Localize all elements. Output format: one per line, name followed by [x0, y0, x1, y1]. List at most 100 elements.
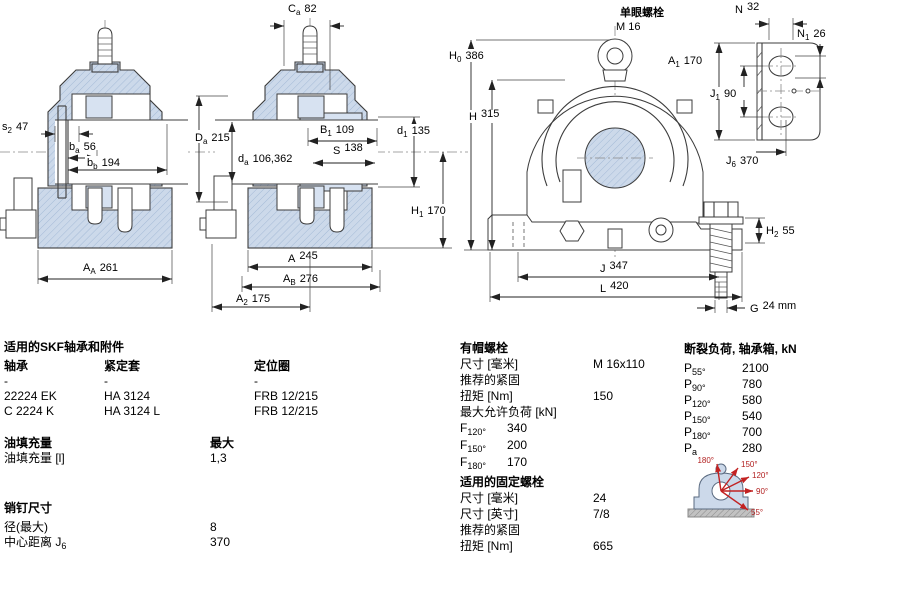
table-cell: 22224 EK	[4, 389, 57, 403]
bearings-section: 适用的SKF轴承和附件 轴承 紧定套 定位圈 - - - 22224 EK HA…	[4, 340, 318, 419]
breaking-loads-title: 断裂负荷, 轴承箱, kN	[684, 342, 797, 356]
load-value: 580	[742, 393, 763, 407]
row-label: 尺寸 [毫米]	[460, 357, 519, 371]
eye-bolt	[597, 38, 633, 82]
load-label: Pa	[684, 441, 698, 457]
load-arrows	[715, 463, 753, 511]
col-locating-ring: 定位圈	[254, 359, 291, 373]
row-label: 推荐的紧固	[460, 523, 521, 537]
fixing-bolts-section: 适用的固定螺栓 尺寸 [毫米] 24 尺寸 [英寸] 7/8 推荐的紧固 扭矩 …	[460, 474, 613, 554]
load-label: F150°	[460, 438, 486, 454]
load-label: P90°	[684, 377, 706, 393]
oil-row-value: 1,3	[210, 451, 227, 465]
oil-plug-hex	[559, 220, 585, 242]
rib-arc-outer	[541, 85, 689, 187]
table-cell: FRB 12/215	[254, 389, 319, 403]
load-value: 2100	[742, 361, 769, 375]
base-plate	[756, 42, 821, 141]
row-value: 7/8	[593, 507, 610, 521]
cap-bolt-left	[537, 99, 554, 114]
load-value: 340	[507, 421, 528, 435]
row-value: 24	[593, 491, 607, 505]
table-cell: FRB 12/215	[254, 404, 319, 418]
load-value: 280	[742, 441, 763, 455]
load-label: F180°	[460, 455, 486, 471]
load-label: P55°	[684, 361, 706, 377]
table-cell: HA 3124	[104, 389, 151, 403]
bearings-table: 轴承 紧定套 定位圈 - - - 22224 EK HA 3124 FRB 12…	[4, 359, 318, 419]
pin-diameter-value: 8	[210, 520, 217, 534]
table-cell: HA 3124 L	[104, 404, 161, 418]
cap-bolts-section: 有帽螺栓 尺寸 [毫米] M 16x110 推荐的紧固 扭矩 [Nm] 150 …	[460, 340, 645, 471]
angle-label-55: 55°	[751, 508, 763, 517]
load-value: 170	[507, 455, 528, 469]
table-cell: -	[104, 374, 108, 388]
table-cell: -	[4, 374, 8, 388]
rib-arc-inner	[555, 101, 675, 183]
row-value	[593, 404, 645, 420]
roller-top	[297, 95, 325, 119]
cap-bolt-right	[676, 99, 693, 114]
row-label: 尺寸 [英寸]	[460, 507, 519, 521]
top-stud	[97, 27, 113, 65]
ground	[687, 508, 755, 518]
roller-top	[85, 95, 113, 119]
row-label: 尺寸 [毫米]	[460, 491, 519, 505]
load-direction-diagram: 180° 150° 120° 90° 55°	[687, 456, 769, 518]
load-value: 700	[742, 425, 763, 439]
row-value	[593, 522, 613, 538]
col-bearing: 轴承	[4, 359, 29, 373]
pin-distance-label: 中心距离 J6	[4, 535, 67, 551]
col-adapter-sleeve: 紧定套	[104, 359, 141, 373]
load-value: 780	[742, 377, 763, 391]
row-label: 推荐的紧固	[460, 373, 521, 387]
bearings-title: 适用的SKF轴承和附件	[4, 340, 125, 354]
angle-label-150: 150°	[741, 460, 758, 469]
table-cell: C 2224 K	[4, 404, 55, 418]
oil-fill-section: 油填充量 最大 油填充量 [l] 1,3	[4, 436, 234, 466]
fixing-bolts-title: 适用的固定螺栓	[460, 475, 545, 489]
row-value: M 16x110	[593, 357, 645, 371]
row-value: 665	[593, 539, 614, 553]
row-label: 最大允许负荷 [kN]	[460, 405, 557, 419]
angle-label-90: 90°	[756, 487, 768, 496]
grease-fitting	[199, 175, 237, 239]
breaking-loads-section: 断裂负荷, 轴承箱, kN P55° 2100 P90° 780 P120° 5…	[684, 342, 797, 457]
row-label: 扭矩 [Nm]	[460, 389, 513, 403]
bottom-plug	[607, 228, 623, 249]
oil-max-label: 最大	[210, 436, 235, 450]
load-label: F120°	[460, 421, 486, 437]
row-value: 150	[593, 389, 614, 403]
load-value: 540	[742, 409, 763, 423]
angle-label-180: 180°	[697, 456, 714, 465]
grease-fitting	[0, 177, 37, 239]
pin-distance-value: 370	[210, 535, 231, 549]
eyebolt-size: M 16	[616, 21, 640, 33]
